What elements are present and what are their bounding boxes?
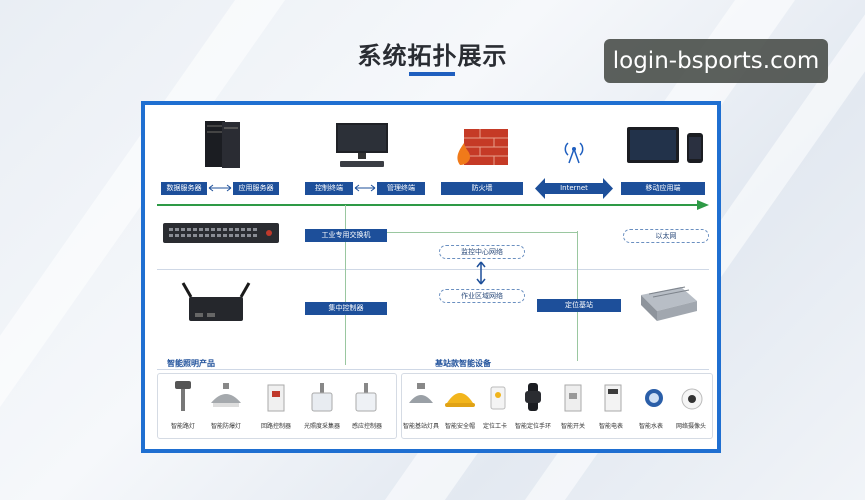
label-data-server: 数据服务器	[161, 182, 207, 195]
caption-id-card: 定位工卡	[482, 423, 507, 430]
bidirectional-arrow	[476, 261, 486, 285]
network-switch-icon	[163, 223, 279, 243]
label-monitor-network: 监控中心网络	[439, 245, 525, 259]
label-mobile-app: 移动应用端	[621, 182, 705, 195]
caption-smart-switch: 智能开关	[560, 423, 585, 430]
connector-arrow	[208, 184, 232, 192]
separator	[157, 369, 709, 370]
label-firewall: 防火墙	[441, 182, 523, 195]
caption-base-station-lamp: 智能基站灯具	[402, 423, 439, 430]
title-underline	[409, 72, 455, 76]
watermark: login-bsports.com	[604, 39, 828, 83]
antenna-icon	[564, 142, 584, 164]
server-icon	[205, 121, 225, 167]
label-internet: Internet	[560, 184, 588, 192]
caption-explosion-proof-light: 智能防爆灯	[210, 423, 241, 430]
label-ethernet: 以太网	[623, 229, 709, 243]
label-management-terminal: 管理终端	[377, 182, 425, 195]
topology-diagram: 数据服务器 应用服务器 控制终端 管理终端 防火墙 Internet 移动应用端…	[141, 101, 721, 453]
base-station-lamp-icon	[409, 383, 433, 403]
caption-motion-controller: 感应控制器	[351, 423, 382, 430]
motion-controller-icon	[355, 383, 377, 412]
internet-arrow	[535, 178, 613, 199]
smart-switch-icon	[564, 384, 582, 412]
lighting-products-box	[157, 373, 397, 439]
explosion-proof-light-icon	[211, 383, 241, 407]
caption-light-sensor: 光照度采集器	[303, 423, 340, 430]
street-light-icon	[175, 381, 191, 411]
caption-smart-meter: 智能电表	[598, 423, 623, 430]
caption-safety-helmet: 智能安全帽	[444, 423, 475, 430]
caption-circuit-controller: 回路控制器	[260, 423, 291, 430]
connection-line	[385, 232, 577, 233]
caption-wristband: 智能定位手环	[514, 423, 551, 430]
computer-icon	[336, 123, 388, 167]
wristband-icon	[525, 383, 541, 411]
section-title-devices: 基站款智能设备	[435, 359, 491, 368]
caption-street-light: 智能路灯	[170, 423, 195, 430]
label-app-server: 应用服务器	[233, 182, 279, 195]
light-sensor-icon	[311, 383, 333, 412]
circuit-controller-icon	[267, 384, 285, 412]
label-control-terminal: 控制终端	[305, 182, 353, 195]
smart-meter-icon	[604, 384, 622, 412]
connector-arrow	[354, 184, 376, 192]
caption-water-meter: 智能水表	[638, 423, 663, 430]
devices-box	[401, 373, 713, 439]
section-title-lighting: 智能照明产品	[167, 359, 215, 368]
water-meter-icon	[645, 389, 663, 407]
label-work-network: 作业区域网络	[439, 289, 525, 303]
connection-line	[345, 205, 346, 365]
connection-line	[577, 231, 578, 361]
controller-icon	[181, 282, 251, 321]
id-card-icon	[490, 386, 506, 410]
mobile-device-icon	[627, 127, 703, 163]
data-flow-arrow	[157, 200, 709, 210]
label-industrial-switch: 工业专用交换机	[305, 229, 387, 242]
safety-helmet-icon	[445, 393, 475, 407]
label-base-station: 定位基站	[537, 299, 621, 312]
caption-network-camera: 网络摄像头	[675, 423, 706, 430]
network-camera-icon	[681, 388, 703, 410]
label-central-controller: 集中控制器	[305, 302, 387, 315]
page-title: 系统拓扑展示	[357, 42, 508, 70]
separator	[157, 269, 709, 270]
base-station-icon	[641, 286, 697, 321]
server-icon	[222, 122, 240, 168]
firewall-icon	[457, 129, 508, 165]
